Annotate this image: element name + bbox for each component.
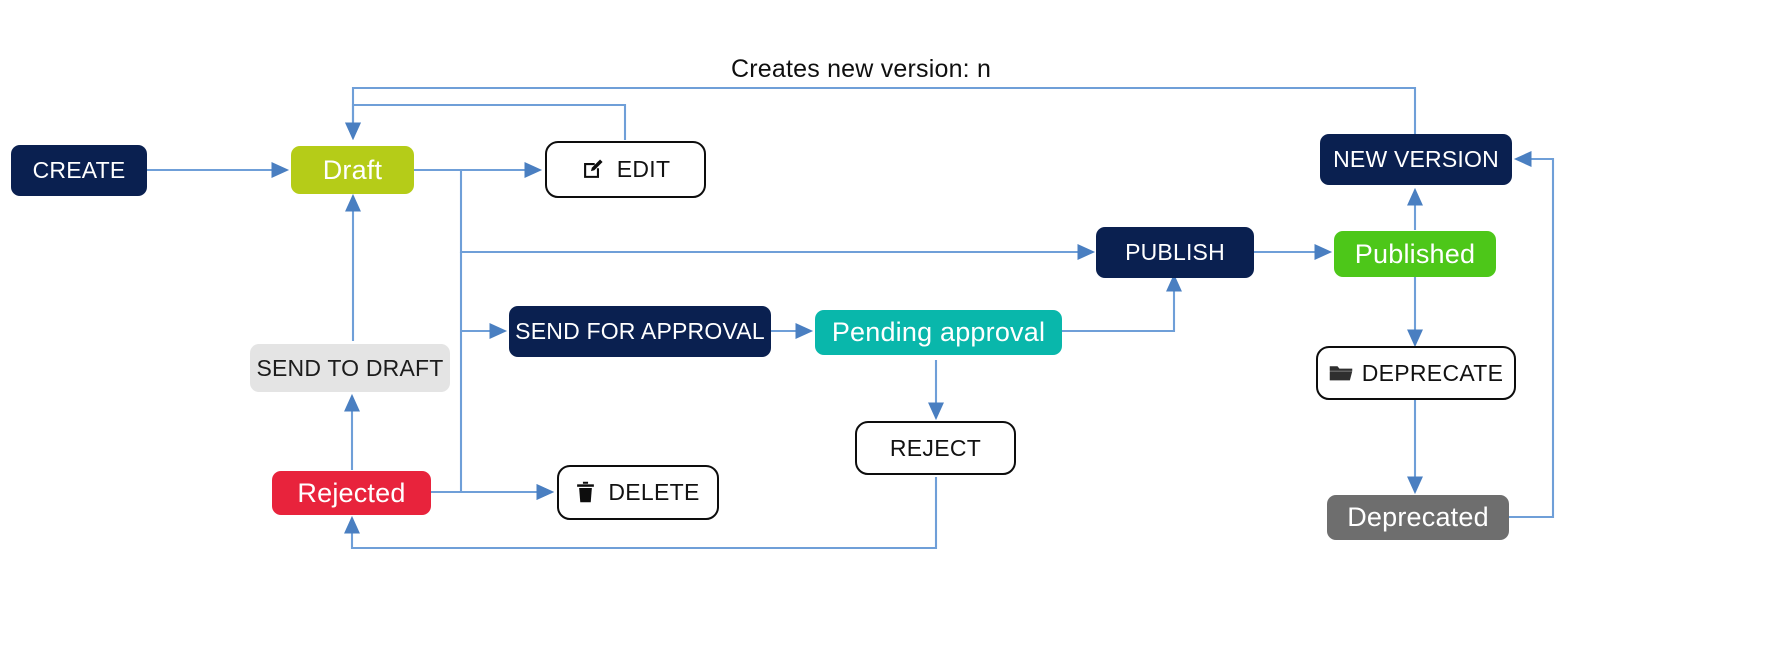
node-rejected-label: Rejected	[297, 477, 406, 508]
node-new-version[interactable]: NEW VERSION	[1320, 134, 1512, 185]
node-draft[interactable]: Draft	[291, 146, 414, 194]
node-rejected[interactable]: Rejected	[272, 471, 431, 515]
edge-new-version-to-draft	[345, 86, 1417, 141]
node-deprecated[interactable]: Deprecated	[1327, 495, 1509, 540]
node-edit[interactable]: EDIT	[545, 141, 706, 198]
node-publish[interactable]: PUBLISH	[1096, 227, 1254, 278]
node-deprecate-label: DEPRECATE	[1361, 359, 1504, 386]
node-publish-label: PUBLISH	[1125, 239, 1225, 265]
node-create[interactable]: CREATE	[11, 145, 147, 196]
folder-icon	[1329, 364, 1353, 383]
node-edit-label: EDIT	[616, 156, 671, 182]
node-draft-label: Draft	[322, 154, 383, 185]
trash-icon	[576, 481, 595, 504]
node-new-version-label: NEW VERSION	[1333, 146, 1499, 172]
node-pending-approval[interactable]: Pending approval	[815, 310, 1062, 355]
edge-label-creates-new-version: Creates new version: n	[731, 55, 992, 83]
edit-pencil-icon	[581, 158, 604, 181]
node-reject[interactable]: REJECT	[855, 421, 1016, 475]
node-delete[interactable]: DELETE	[557, 465, 719, 520]
node-create-label: CREATE	[32, 157, 126, 183]
node-deprecated-label: Deprecated	[1347, 502, 1489, 532]
edge-pending-to-publish	[1062, 273, 1182, 333]
node-send-for-approval-label: SEND FOR APPROVAL	[515, 318, 765, 344]
edge-deprecated-to-new-version	[1509, 151, 1555, 519]
node-reject-label: REJECT	[889, 434, 982, 461]
edge-draft-to-delete	[459, 252, 555, 500]
node-pending-approval-label: Pending approval	[831, 317, 1046, 347]
node-published[interactable]: Published	[1334, 231, 1496, 277]
node-delete-label: DELETE	[608, 479, 700, 505]
node-published-label: Published	[1354, 238, 1476, 269]
node-send-to-draft-label: SEND TO DRAFT	[256, 354, 444, 381]
node-deprecate[interactable]: DEPRECATE	[1316, 346, 1516, 400]
edge-edit-to-draft	[345, 103, 627, 141]
node-send-to-draft[interactable]: SEND TO DRAFT	[250, 344, 450, 392]
node-send-for-approval[interactable]: SEND FOR APPROVAL	[509, 306, 771, 357]
